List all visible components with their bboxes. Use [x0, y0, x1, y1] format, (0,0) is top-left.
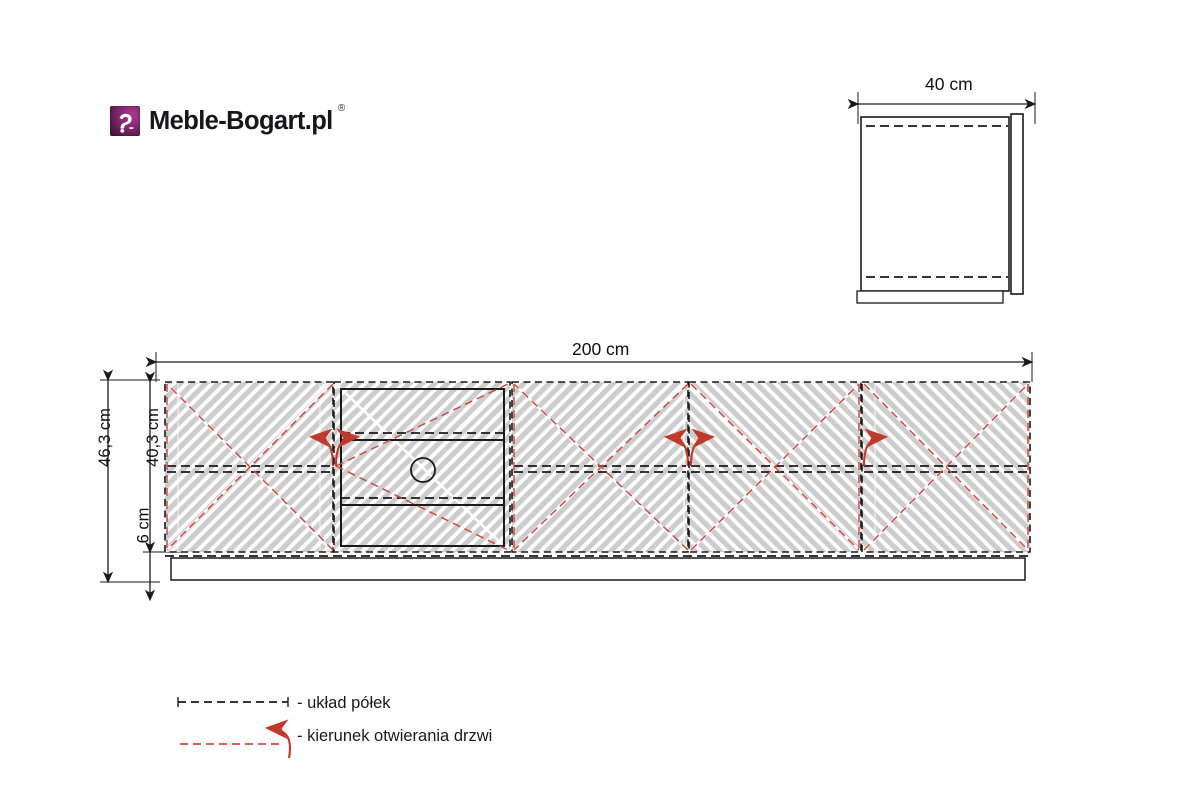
brand-logo: Meble-Bogart.pl ® [110, 103, 345, 136]
panel-2-compartment-outline [340, 388, 505, 547]
panel-door-center-left[interactable] [511, 381, 690, 553]
side-base-outline [856, 290, 1004, 304]
base-height-dimension-label: 6 cm [134, 507, 153, 544]
legend-item-shelves-label: - układ półek [297, 694, 391, 712]
panel-door-left[interactable] [164, 381, 335, 553]
panel-5-outline [861, 381, 1031, 553]
side-view-group [847, 92, 1037, 304]
brand-name: Meble-Bogart.pl ® [149, 103, 345, 136]
side-door-strip [1010, 113, 1024, 295]
front-view-group [100, 352, 1034, 602]
panel-4-outline [688, 381, 862, 553]
panel-1-opening-indicator [166, 383, 334, 551]
total-height-dimension-label: 46,3 cm [95, 408, 114, 467]
panel-1-outline [164, 381, 334, 553]
panel-door-right[interactable] [861, 381, 1031, 553]
base-plinth-outline [170, 557, 1026, 581]
side-body-outline [860, 116, 1010, 292]
brand-name-text: Meble-Bogart.pl [149, 106, 333, 135]
width-dimension-label: 200 cm [572, 339, 630, 359]
body-height-dimension-label: 40,3 cm [143, 408, 162, 467]
panel-2-opening-indicator [335, 383, 509, 551]
panel-door-center-right[interactable] [688, 381, 862, 553]
bogart-logo-icon [110, 106, 140, 136]
panel-3-open-arrow [663, 428, 690, 467]
panel-5-open-arrow [862, 428, 889, 467]
panel-2-pattern [334, 382, 510, 552]
panel-open-shelf[interactable] [333, 381, 511, 553]
panel-4-open-arrow [689, 428, 716, 467]
depth-dimension-label: 40 cm [925, 74, 973, 94]
cable-hole-icon [410, 457, 436, 483]
registered-mark: ® [337, 102, 345, 114]
panel-2-open-arrow [334, 428, 361, 467]
legend-item-door-direction-label: - kierunek otwierania drzwi [297, 727, 493, 745]
panel-3-opening-indicator [513, 383, 689, 551]
panel-1-open-arrow [308, 428, 335, 467]
panel-4-opening-indicator [690, 383, 860, 551]
legend-door-arrow-symbol [264, 719, 291, 759]
legend-group [177, 697, 291, 759]
panel-5-opening-indicator [863, 383, 1029, 551]
